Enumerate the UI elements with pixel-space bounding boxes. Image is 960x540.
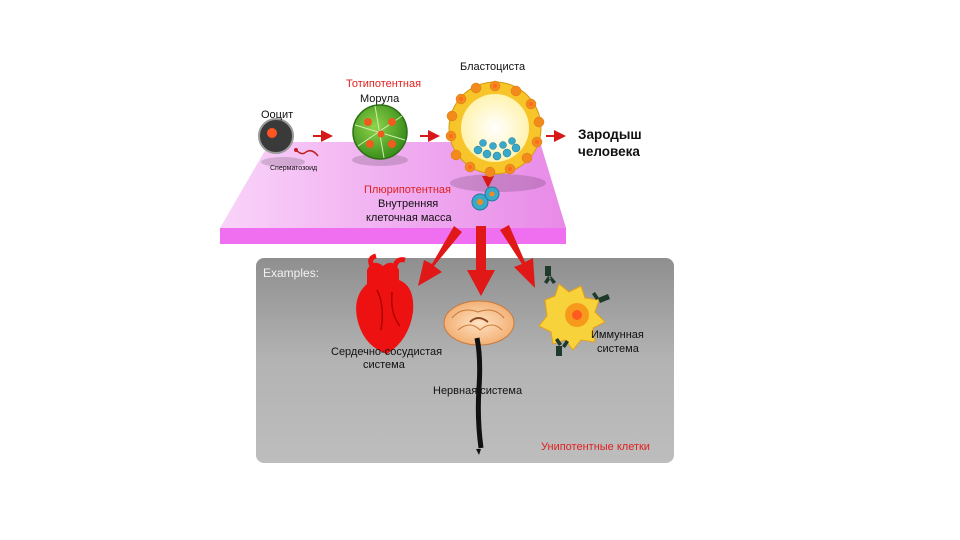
- pluripotent-label: Плюрипотентная: [364, 184, 451, 196]
- unipotent-label: Унипотентные клетки: [541, 441, 650, 453]
- morula-label: Морула: [360, 93, 400, 105]
- blastocyst-label: Бластоциста: [460, 61, 526, 73]
- oocyte-label: Ооцит: [261, 109, 294, 121]
- blastocyst-cell: [445, 80, 545, 178]
- examples-panel: [256, 258, 674, 463]
- icm-label-line2: клеточная масса: [366, 212, 452, 224]
- inner-cell-mass: [471, 186, 500, 211]
- cardio-label-line2: система: [363, 359, 405, 371]
- brain-illustration: [443, 300, 515, 455]
- differentiation-arrows: [418, 225, 535, 296]
- immune-cell-illustration: [538, 266, 610, 356]
- immune-label-line1: Иммунная: [591, 329, 644, 341]
- oocyte-cell: [258, 118, 319, 157]
- totipotent-label: Тотипотентная: [346, 78, 422, 90]
- heart-illustration: [356, 253, 414, 354]
- immune-label-line2: система: [597, 343, 639, 355]
- embryo-label-line1: Зародыш: [578, 127, 642, 142]
- cardio-label-line1: Сердечно-сосудистая: [331, 346, 443, 358]
- icm-label-line1: Внутренняя: [378, 198, 439, 210]
- sperm-label: Сперматозоид: [270, 165, 318, 172]
- embryo-label-line2: человека: [578, 144, 640, 159]
- nervous-label: Нервная система: [433, 385, 523, 397]
- examples-heading: Examples:: [263, 266, 320, 280]
- morula-cell: [352, 104, 408, 160]
